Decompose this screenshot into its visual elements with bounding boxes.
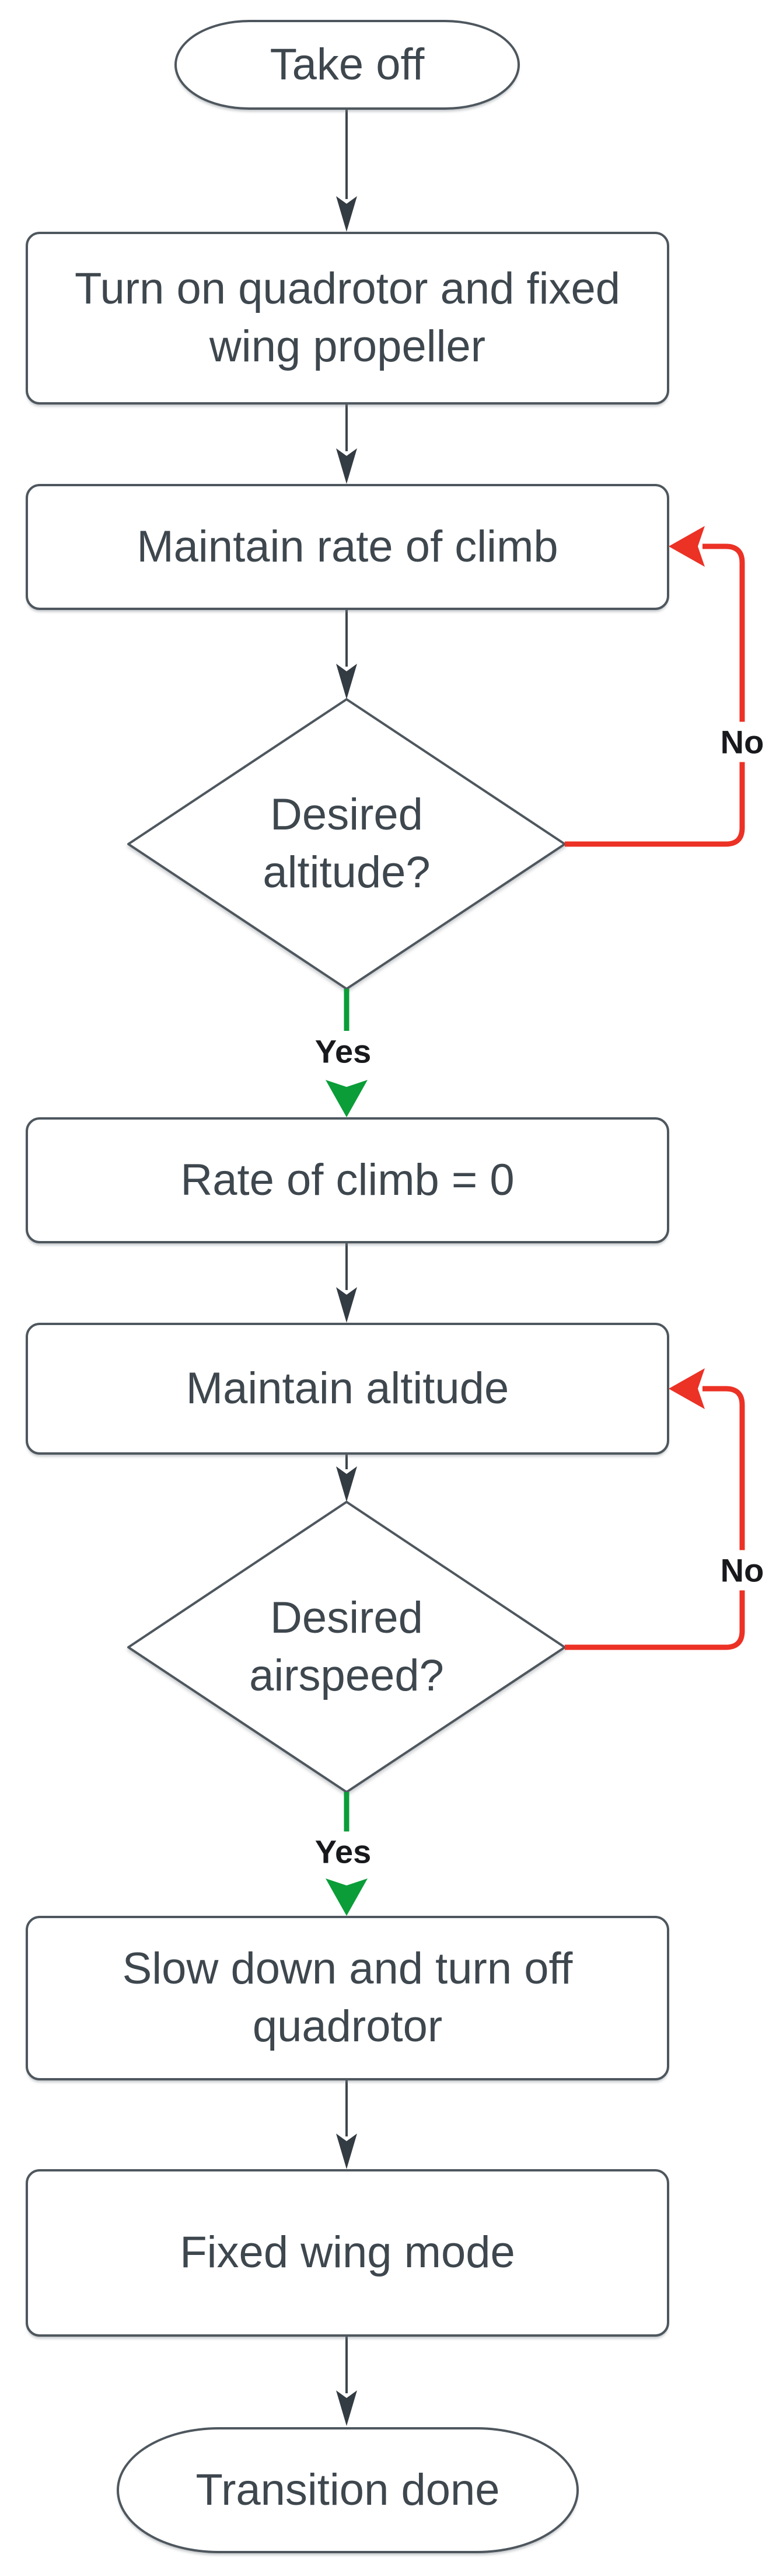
- edge-label-altitude-yes: Yes: [309, 1031, 377, 1072]
- node-desired-altitude-diamond: [127, 698, 566, 990]
- node-transition-done: Transition done: [117, 2427, 579, 2553]
- arrowhead-down-icon: [336, 1466, 357, 1502]
- node-rate-of-climb-zero: Rate of climb = 0: [26, 1117, 669, 1243]
- black-arrowheads: [336, 196, 357, 2426]
- node-rate-of-climb-zero-label: Rate of climb = 0: [180, 1155, 515, 1205]
- node-turn-on-propellers: Turn on quadrotor and fixed wing propell…: [26, 232, 669, 405]
- node-fixed-wing-mode: Fixed wing mode: [26, 2169, 669, 2337]
- edge-altitude-no-loop: [565, 543, 745, 847]
- node-maintain-altitude: Maintain altitude: [26, 1323, 669, 1455]
- red-arrowheads: [669, 526, 705, 1409]
- arrowhead-down-icon: [336, 196, 357, 232]
- node-maintain-rate-of-climb-label: Maintain rate of climb: [137, 521, 558, 571]
- node-fixed-wing-mode-label: Fixed wing mode: [180, 2228, 515, 2278]
- node-desired-airspeed-diamond: [127, 1501, 566, 1793]
- arrowhead-left-icon: [669, 1368, 705, 1409]
- arrowhead-down-icon: [336, 664, 357, 699]
- node-maintain-altitude-label: Maintain altitude: [186, 1363, 509, 1413]
- arrowhead-down-icon: [326, 1080, 368, 1117]
- decision-diamonds: [127, 698, 566, 1793]
- node-take-off: Take off: [174, 20, 520, 110]
- arrowhead-down-icon: [336, 2134, 357, 2169]
- node-take-off-label: Take off: [270, 39, 425, 89]
- arrowhead-left-icon: [669, 526, 705, 567]
- arrowhead-down-icon: [326, 1878, 368, 1916]
- node-turn-on-propellers-label: Turn on quadrotor and fixed wing propell…: [74, 264, 621, 371]
- arrowhead-down-icon: [336, 448, 357, 484]
- arrowhead-down-icon: [336, 1287, 357, 1323]
- node-slow-down-turn-off-quadrotor: Slow down and turn off quadrotor: [26, 1916, 669, 2080]
- arrowhead-down-icon: [336, 2390, 357, 2426]
- edge-label-airspeed-no: No: [714, 1550, 770, 1591]
- node-slow-down-turn-off-quadrotor-label: Slow down and turn off quadrotor: [122, 1944, 573, 2051]
- edge-label-airspeed-yes: Yes: [309, 1831, 377, 1872]
- edge-airspeed-no-loop: [565, 1386, 745, 1650]
- node-transition-done-label: Transition done: [195, 2465, 500, 2515]
- node-maintain-rate-of-climb: Maintain rate of climb: [26, 484, 669, 610]
- green-arrowheads: [326, 1080, 368, 1916]
- no-loops: [565, 543, 745, 1650]
- edge-label-altitude-no: No: [714, 721, 770, 762]
